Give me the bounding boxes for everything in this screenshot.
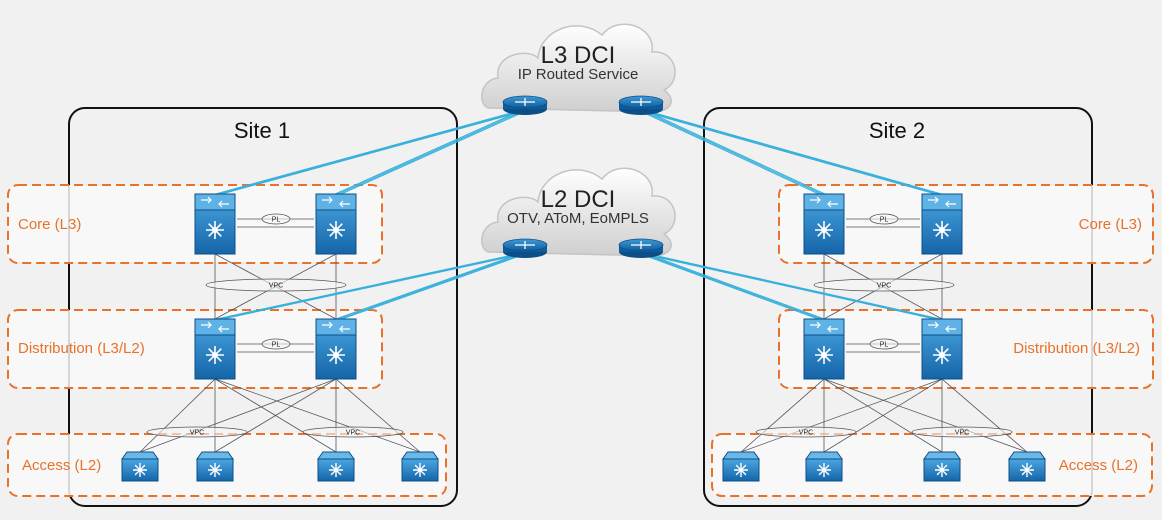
l2-dci-title: L2 DCI <box>541 186 616 213</box>
dci-link <box>214 252 526 321</box>
vpc-bundle-label: VPC <box>799 430 813 437</box>
dci-link <box>643 252 946 321</box>
peer-link-bundle: PL <box>869 213 899 225</box>
site-2-box <box>703 107 1093 507</box>
distribution-switch-icon <box>803 318 845 380</box>
dci-link <box>640 109 943 196</box>
vpc-bundle: VPC <box>205 278 347 292</box>
access-switch-icon <box>196 451 234 482</box>
core-switch-icon <box>315 193 357 255</box>
site-2-core-box <box>778 184 1154 264</box>
site-2-title: Site 2 <box>869 118 925 143</box>
l3-dci-title: L3 DCI <box>541 42 616 69</box>
site-1-box <box>68 107 458 507</box>
dci-link <box>214 109 526 196</box>
dci-link <box>643 252 828 321</box>
dci-routers <box>502 95 664 258</box>
access-switch-icon <box>401 451 439 482</box>
access-distribution-links <box>139 218 1028 453</box>
l3-dci-cloud: L3 DCI IP Routed Service <box>481 23 676 113</box>
vpc-bundle-label: VPC <box>190 430 204 437</box>
vpc-bundle: VPC <box>302 426 404 438</box>
router-icon <box>502 95 548 115</box>
router-icon <box>618 238 664 258</box>
l2-dci-subtitle: OTV, AToM, EoMPLS <box>507 210 649 227</box>
access-switch-icon <box>722 451 760 482</box>
access-link <box>335 378 421 453</box>
access-link <box>139 378 216 453</box>
site-1-core-label: Core (L3) <box>18 216 81 233</box>
access-link <box>214 378 421 453</box>
core-switch-icon <box>921 193 963 255</box>
dci-link <box>338 252 529 321</box>
dci-link <box>640 252 943 321</box>
access-link <box>740 378 825 453</box>
dci-link <box>332 109 523 196</box>
dci-link <box>637 109 822 196</box>
switches <box>121 193 1046 482</box>
access-switch-icon <box>121 451 159 482</box>
dci-link <box>643 109 828 196</box>
router-icon <box>618 95 664 115</box>
vpc-bundle-label: VPC <box>346 430 360 437</box>
vpc-bundle-label: VPC <box>955 430 969 437</box>
access-switch-icon <box>805 451 843 482</box>
vpc-bundle-label: VPC <box>877 283 891 290</box>
access-link <box>823 378 1028 453</box>
core-switch-icon <box>803 193 845 255</box>
dci-link <box>332 252 523 321</box>
dci-link <box>637 252 940 321</box>
dci-link <box>211 252 523 321</box>
vpc-bundle: VPC <box>146 426 248 438</box>
dci-link <box>335 252 526 321</box>
router-icon <box>502 238 548 258</box>
dci-link <box>217 109 529 196</box>
l2-dci-cloud: L2 DCI OTV, AToM, EoMPLS <box>481 167 676 257</box>
site-1-access-label: Access (L2) <box>22 457 101 474</box>
vpc-bundle: VPC <box>755 426 857 438</box>
distribution-switch-icon <box>921 318 963 380</box>
access-switch-icon <box>1008 451 1046 482</box>
dci-link <box>643 109 946 196</box>
dci-link <box>640 252 825 321</box>
peer-link-bundle: PL <box>869 338 899 350</box>
peer-link-bundle-label: PL <box>880 342 889 349</box>
distribution-switch-icon <box>315 318 357 380</box>
dci-link <box>637 109 940 196</box>
site-1-title: Site 1 <box>234 118 290 143</box>
peer-link-bundle: PL <box>261 338 291 350</box>
access-link <box>941 378 1028 453</box>
dci-link <box>335 109 526 196</box>
peer-link-bundle-label: PL <box>880 217 889 224</box>
dci-link <box>640 109 825 196</box>
access-switch-icon <box>923 451 961 482</box>
dci-link <box>211 109 523 196</box>
site-2-access-label: Access (L2) <box>1059 457 1138 474</box>
access-link <box>214 378 337 453</box>
peer-link-bundle-label: PL <box>272 217 281 224</box>
l3-dci-subtitle: IP Routed Service <box>518 66 639 83</box>
site-2-distribution-box <box>778 309 1154 389</box>
access-switch-icon <box>317 451 355 482</box>
access-link <box>823 378 943 453</box>
access-link <box>139 378 337 453</box>
access-link <box>740 378 943 453</box>
dci-link <box>637 252 822 321</box>
site-2-core-label: Core (L3) <box>1079 216 1142 233</box>
dci-links <box>211 109 946 321</box>
site-1-distribution-label: Distribution (L3/L2) <box>18 340 145 357</box>
site-2-distribution-label: Distribution (L3/L2) <box>1013 340 1140 357</box>
vpc-bundle: VPC <box>911 426 1013 438</box>
dci-link <box>338 109 529 196</box>
dci-link <box>217 252 529 321</box>
link-bundles: PL PL VPC VPC VPC PL PL VPC VPC VPC <box>146 213 1013 438</box>
peer-link-bundle-label: PL <box>272 342 281 349</box>
vpc-bundle-label: VPC <box>269 283 283 290</box>
distribution-switch-icon <box>194 318 236 380</box>
core-switch-icon <box>194 193 236 255</box>
peer-link-bundle: PL <box>261 213 291 225</box>
vpc-bundle: VPC <box>813 278 955 292</box>
